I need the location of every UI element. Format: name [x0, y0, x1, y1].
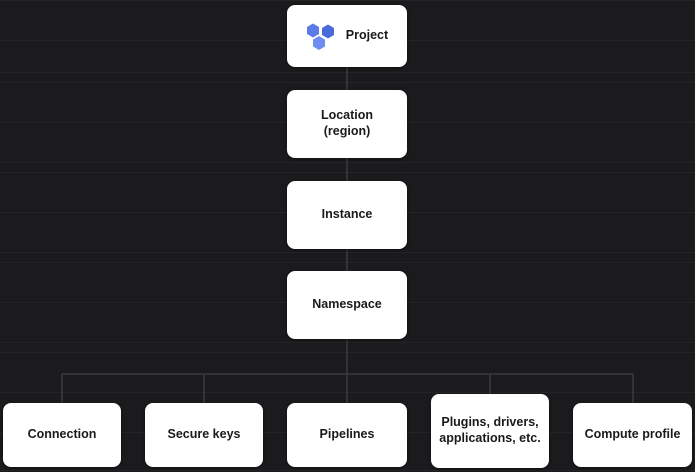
node-connection-label: Connection — [27, 427, 97, 442]
node-compute-label: Compute profile — [584, 427, 681, 442]
node-project-label: Project — [345, 28, 389, 43]
node-namespace-label: Namespace — [312, 297, 382, 312]
node-project[interactable]: Project — [287, 5, 407, 67]
node-pipelines-label: Pipelines — [319, 427, 375, 442]
node-connection[interactable]: Connection — [3, 403, 121, 467]
node-pipelines[interactable]: Pipelines — [287, 403, 407, 467]
node-secure-keys-label: Secure keys — [167, 427, 241, 442]
node-compute[interactable]: Compute profile — [573, 403, 692, 467]
node-instance-label: Instance — [321, 207, 373, 222]
node-namespace[interactable]: Namespace — [287, 271, 407, 339]
node-location[interactable]: Location (region) — [287, 90, 407, 158]
node-plugins-label: Plugins, drivers, applications, etc. — [439, 415, 541, 445]
node-instance[interactable]: Instance — [287, 181, 407, 249]
node-plugins[interactable]: Plugins, drivers, applications, etc. — [431, 394, 549, 468]
node-location-label: Location (region) — [320, 108, 374, 138]
node-secure-keys[interactable]: Secure keys — [145, 403, 263, 467]
hexagon-cluster-icon — [306, 21, 336, 51]
